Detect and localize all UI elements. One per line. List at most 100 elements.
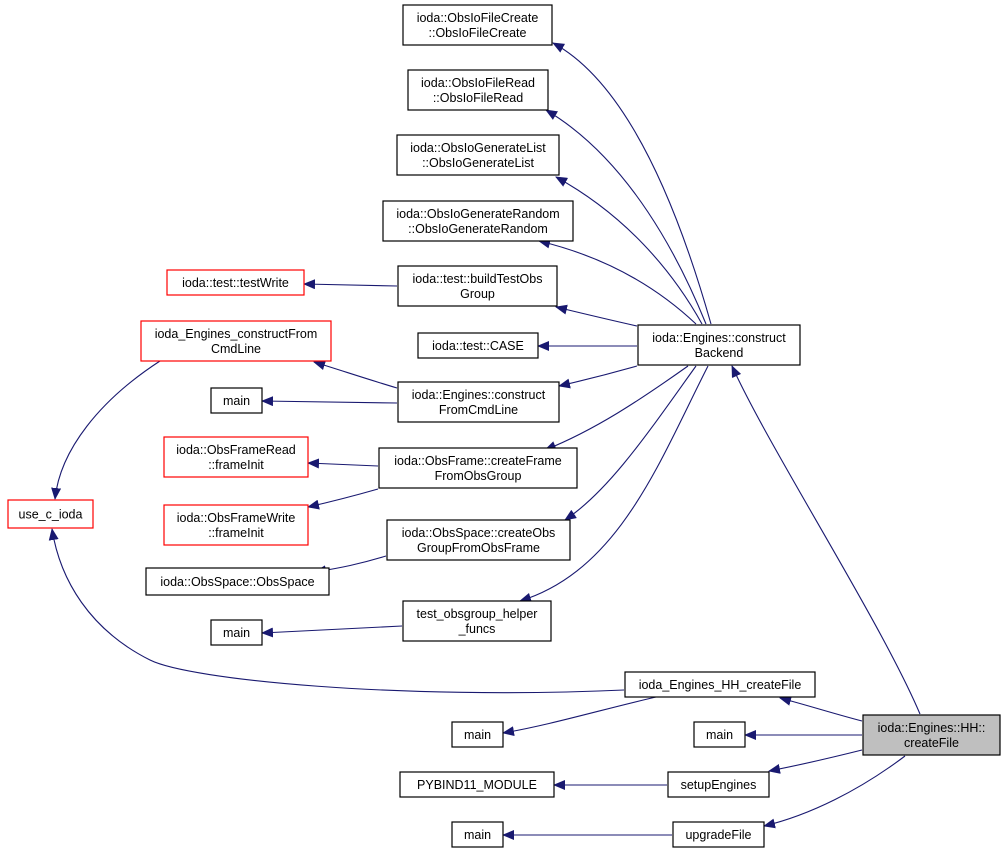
node-testObsgroupHelper[interactable]: test_obsgroup_helper_funcs	[402, 600, 552, 642]
node-setupEngines[interactable]: setupEngines	[667, 771, 770, 798]
node-label-line: ioda::ObsFrameRead	[176, 443, 296, 457]
node-label-line: FromCmdLine	[439, 403, 518, 417]
node-box	[667, 771, 770, 798]
node-upgradeFile[interactable]: upgradeFile	[672, 821, 765, 848]
node-label-line: createFile	[904, 736, 959, 750]
node-obsFrameWriteInit[interactable]: ioda::ObsFrameWrite::frameInit	[163, 504, 309, 546]
node-label-line: ioda::ObsIoFileRead	[421, 76, 535, 90]
node-box	[163, 504, 309, 546]
node-useCIoda[interactable]: use_c_ioda	[7, 499, 94, 529]
node-label-line: ioda_Engines_HH_createFile	[639, 678, 802, 692]
node-testWrite[interactable]: ioda::test::testWrite	[166, 269, 305, 296]
node-label-line: ioda::Engines::HH::	[878, 721, 986, 735]
node-box	[624, 671, 816, 698]
node-box	[407, 69, 549, 111]
node-box	[862, 714, 1001, 756]
edge-obsIoGenerateList-to-constructBackend	[555, 176, 703, 325]
node-label-line: setupEngines	[681, 778, 757, 792]
edge-obsFrameWriteInit-to-createFrameFromObsGroup	[307, 488, 379, 510]
node-obsIoGenerateRandom[interactable]: ioda::ObsIoGenerateRandom::ObsIoGenerate…	[382, 200, 574, 242]
node-hhCreateFile[interactable]: ioda::Engines::HH::createFile	[862, 714, 1001, 756]
edge-main3-to-hhCreateFileC	[502, 696, 657, 737]
node-label-line: main	[223, 394, 250, 408]
edge-obsFrameReadInit-to-createFrameFromObsGroup	[307, 458, 379, 469]
edge-setupEngines-to-hhCreateFile	[768, 749, 863, 774]
edge-buildTestObsGroup-to-constructBackend	[555, 304, 638, 327]
call-edges	[48, 42, 921, 840]
node-box	[163, 436, 309, 478]
edge-createFrameFromObsGroup-to-constructBackend	[544, 365, 689, 451]
node-label-line: ioda::ObsFrameWrite	[177, 511, 296, 525]
node-label-line: ioda::ObsIoFileCreate	[417, 11, 539, 25]
node-box	[396, 134, 560, 176]
node-label-line: ioda::ObsIoGenerateList	[410, 141, 546, 155]
edge-upgradeFile-to-hhCreateFile	[763, 755, 906, 829]
node-label-line: Group	[460, 287, 495, 301]
edge-obsIoFileRead-to-constructBackend	[545, 109, 707, 325]
edge-useCIoda-to-constructFromCmdLineC	[51, 360, 161, 500]
node-box	[402, 600, 552, 642]
node-main2[interactable]: main	[210, 619, 263, 646]
node-label-line: ioda::Engines::construct	[412, 388, 546, 402]
node-label-line: GroupFromObsFrame	[417, 541, 540, 555]
node-label-line: main	[464, 728, 491, 742]
node-box	[140, 320, 332, 362]
node-pybindModule[interactable]: PYBIND11_MODULE	[399, 771, 555, 798]
node-label-line: _funcs	[458, 622, 496, 636]
node-label-line: main	[706, 728, 733, 742]
node-main5[interactable]: main	[451, 821, 504, 848]
node-box	[210, 387, 263, 414]
node-obsFrameReadInit[interactable]: ioda::ObsFrameRead::frameInit	[163, 436, 309, 478]
node-box	[166, 269, 305, 296]
node-box	[7, 499, 94, 529]
node-label-line: ::frameInit	[208, 458, 264, 472]
node-label-line: test_obsgroup_helper	[417, 607, 538, 621]
node-label-line: ::ObsIoGenerateRandom	[408, 222, 548, 236]
node-main3[interactable]: main	[451, 721, 504, 748]
node-label-line: upgradeFile	[685, 828, 751, 842]
node-obsIoFileCreate[interactable]: ioda::ObsIoFileCreate::ObsIoFileCreate	[402, 4, 553, 46]
node-box	[210, 619, 263, 646]
edge-testObsgroupHelper-to-constructBackend	[519, 365, 709, 603]
edge-obsIoFileCreate-to-constructBackend	[552, 42, 712, 325]
node-box	[402, 4, 553, 46]
edge-constructBackend-to-hhCreateFile	[731, 365, 921, 715]
edge-obsIoGenerateRandom-to-constructBackend	[538, 238, 697, 325]
node-label-line: ioda::test::CASE	[432, 339, 524, 353]
node-label-line: ::ObsIoGenerateList	[422, 156, 534, 170]
node-obsSpaceCtor[interactable]: ioda::ObsSpace::ObsSpace	[145, 567, 330, 596]
node-box	[693, 721, 746, 748]
node-testCase[interactable]: ioda::test::CASE	[417, 332, 539, 359]
node-box	[382, 200, 574, 242]
node-label-line: FromObsGroup	[435, 469, 522, 483]
node-label-line: Backend	[695, 346, 744, 360]
node-hhCreateFileC[interactable]: ioda_Engines_HH_createFile	[624, 671, 816, 698]
node-box	[397, 381, 560, 423]
edge-main2-to-testObsgroupHelper	[261, 625, 403, 638]
node-box	[145, 567, 330, 596]
node-obsIoFileRead[interactable]: ioda::ObsIoFileRead::ObsIoFileRead	[407, 69, 549, 111]
node-label-line: ioda::ObsSpace::ObsSpace	[160, 575, 314, 589]
node-box	[386, 519, 571, 561]
node-obsIoGenerateList[interactable]: ioda::ObsIoGenerateList::ObsIoGenerateLi…	[396, 134, 560, 176]
node-label-line: main	[464, 828, 491, 842]
node-label-line: ioda::ObsFrame::createFrame	[394, 454, 561, 468]
node-createObsGroupFromObsFrame[interactable]: ioda::ObsSpace::createObsGroupFromObsFra…	[386, 519, 571, 561]
node-label-line: ioda::test::testWrite	[182, 276, 289, 290]
call-nodes: ioda::ObsIoFileCreate::ObsIoFileCreateio…	[7, 4, 1001, 848]
node-label-line: ioda::ObsSpace::createObs	[402, 526, 556, 540]
edge-main1-to-constructFromCmdLine	[261, 396, 398, 407]
node-main4[interactable]: main	[693, 721, 746, 748]
node-label-line: ioda_Engines_constructFrom	[155, 327, 318, 341]
node-main1[interactable]: main	[210, 387, 263, 414]
edge-constructFromCmdLineC-to-constructFromCmdLine	[313, 360, 398, 389]
node-box	[451, 821, 504, 848]
edge-testWrite-to-buildTestObsGroup	[303, 279, 398, 290]
edge-createObsGroupFromObsFrame-to-constructBackend	[564, 365, 697, 521]
